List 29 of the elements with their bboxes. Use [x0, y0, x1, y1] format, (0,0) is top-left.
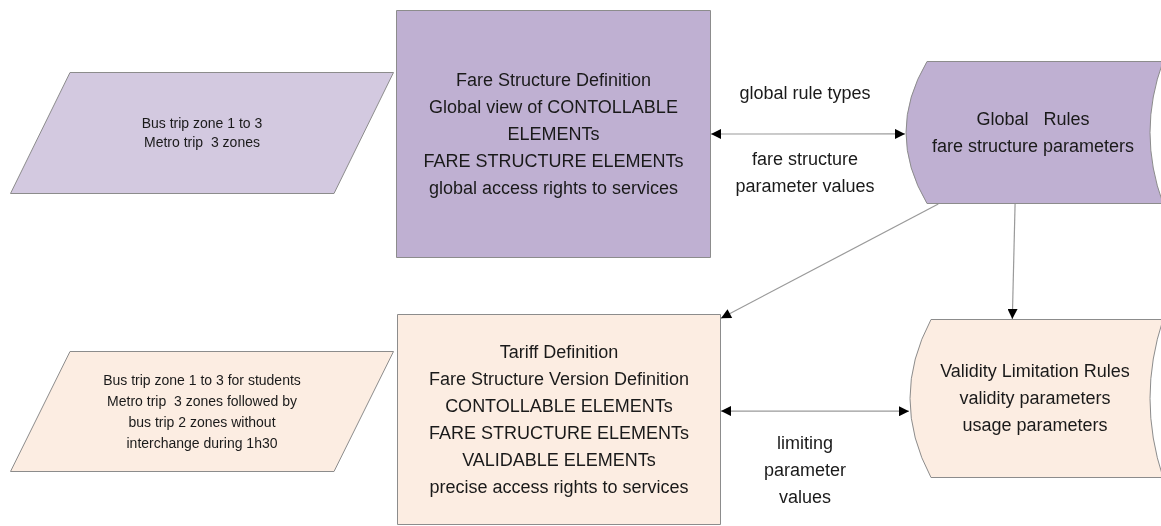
node-text: Metro trip 3 zones [144, 133, 260, 152]
arrow [720, 203, 939, 319]
arrow [720, 406, 910, 417]
node-text: validity parameters [959, 387, 1111, 410]
node-text: Bus trip zone 1 to 3 [141, 114, 263, 133]
node-text: Global view of CONTOLLABLE ELEMENTs [428, 95, 679, 146]
node-text: Bus trip zone 1 to 3 for students [103, 370, 301, 390]
process-box [396, 10, 711, 258]
node-text: Fare Structure Version Definition [428, 367, 690, 391]
node-text: Metro trip 3 zones followed by bus trip 2 zones without interchange during 1h30 [106, 391, 298, 453]
data-parallelogram [10, 351, 394, 472]
node-text: Validity Limitation Rules [940, 360, 1130, 383]
node-text: VALIDABLE ELEMENTs [462, 448, 656, 472]
data-parallelogram [10, 72, 394, 194]
process-box [397, 314, 721, 525]
node-text: Fare Structure Definition [455, 68, 652, 92]
arrow [710, 128, 906, 139]
node-text: global access rights to services [428, 176, 679, 200]
node-text: Tariff Definition [499, 340, 619, 364]
stored-data-shape [905, 61, 1161, 204]
node-text: FARE STRUCTURE ELEMENTs [428, 421, 689, 445]
node-text: precise access rights to services [429, 475, 689, 499]
node-text: usage parameters [962, 414, 1108, 437]
node-text: CONTOLLABLE ELEMENTs [445, 394, 673, 418]
node-text: FARE STRUCTURE ELEMENTs [423, 149, 684, 173]
node-text: Global Rules [976, 107, 1090, 131]
arrow [1007, 203, 1018, 320]
node-text: fare structure parameters [931, 134, 1135, 158]
stored-data-shape [909, 319, 1161, 478]
